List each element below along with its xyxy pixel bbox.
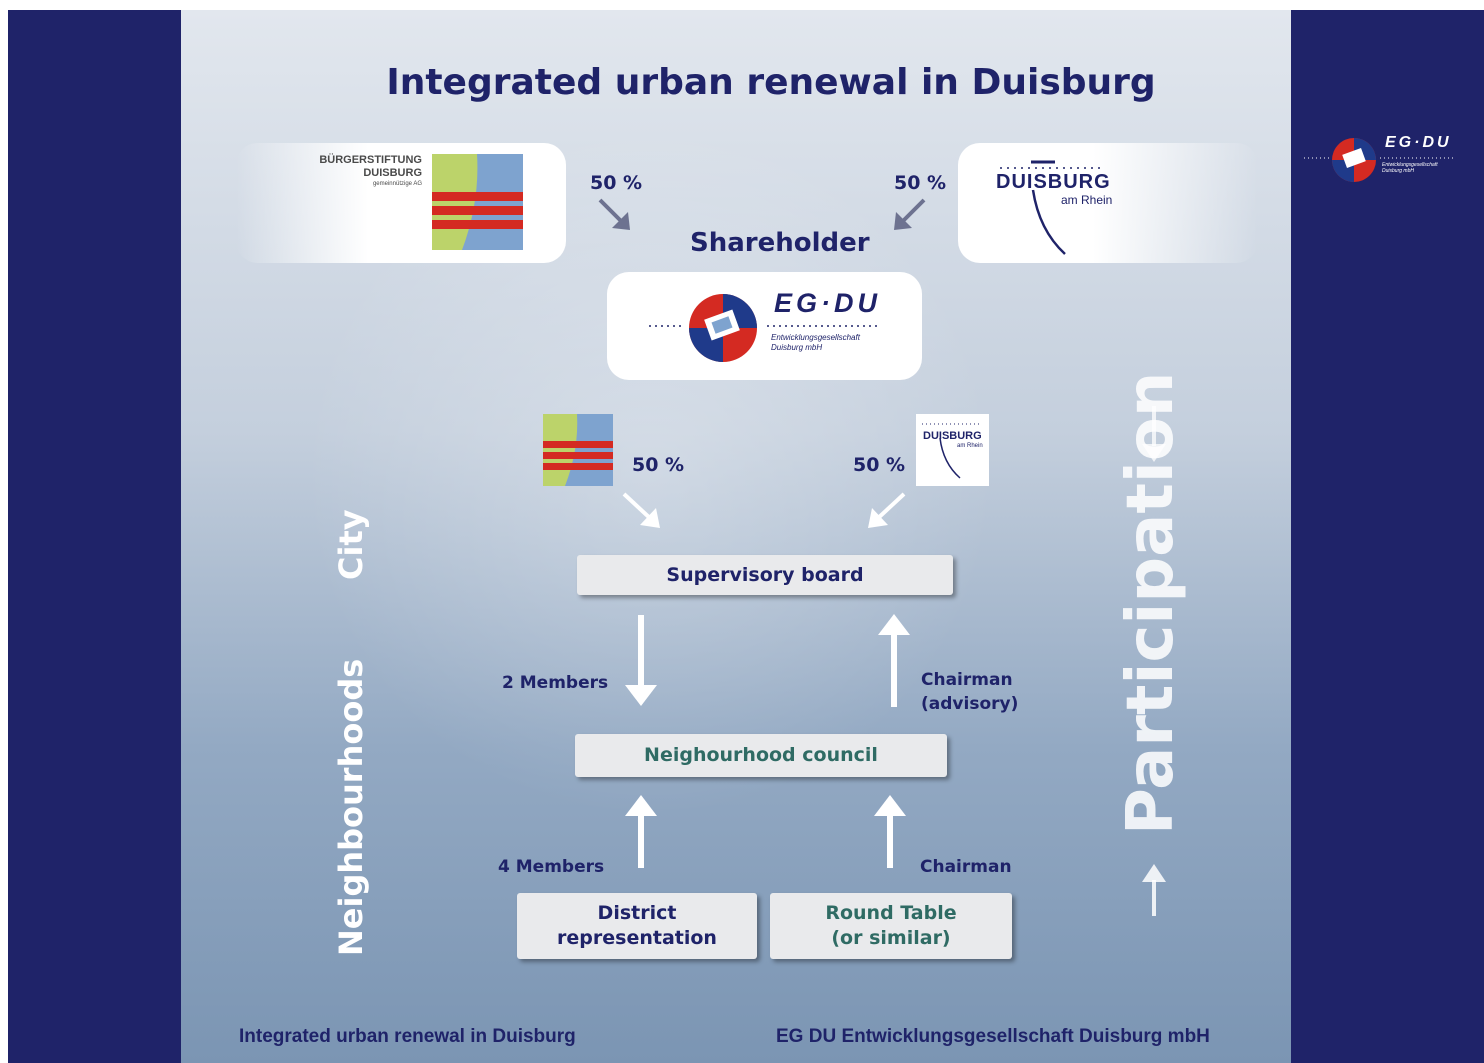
duisburg-logo-sub: am Rhein <box>1061 193 1113 207</box>
duisburg-small-logo-sub: am Rhein <box>957 443 983 449</box>
egdu-logo-sub: Entwicklungsgesellschaft Duisburg mbH <box>771 333 860 353</box>
egdu-small-logo-name: EG·DU <box>1385 134 1452 151</box>
egdu-small-logo-sub: Entwicklungsgesellschaft Duisburg mbH <box>1382 162 1438 174</box>
percent-mid-right: 50 % <box>853 454 906 476</box>
buergerstiftung-logo-icon <box>432 154 523 250</box>
right-navy-bar <box>1291 10 1484 1063</box>
egdu-logo-sub1: Entwicklungsgesellschaft <box>771 333 860 342</box>
egdu-globe-icon <box>649 294 881 362</box>
four-members-label: 4 Members <box>498 857 605 877</box>
participation-arrow-up <box>1142 864 1166 916</box>
city-label: City <box>332 509 370 580</box>
buergerstiftung-logo-text: BÜRGERSTIFTUNG DUISBURG gemeinnützige AG <box>300 154 422 189</box>
buergerstiftung-line3: gemeinnützige AG <box>372 181 422 187</box>
egdu-small-logo-sub1: Entwicklungsgesellschaft <box>1382 162 1438 168</box>
round-table-box: Round Table (or similar) <box>770 893 1012 959</box>
slide-title: Integrated urban renewal in Duisburg <box>386 62 1156 103</box>
egdu-logo-sub2: Duisburg mbH <box>771 343 823 352</box>
egdu-small-logo-icon <box>1304 138 1454 182</box>
duisburg-logo-name: DUISBURG <box>996 171 1111 193</box>
arrow-up-4-members <box>625 795 657 868</box>
footer-left: Integrated urban renewal in Duisburg <box>239 1026 576 1047</box>
arrow-up-chairman <box>874 795 906 868</box>
arrow-down-left-mid <box>868 492 906 528</box>
arrow-down-right-top <box>598 198 630 230</box>
buergerstiftung-small-logo-icon <box>543 414 613 486</box>
arrow-down-2-members <box>625 615 657 706</box>
chairman-advisory-line2: (advisory) <box>921 694 1019 714</box>
shareholder-label: Shareholder <box>690 228 870 258</box>
footer-right: EG DU Entwicklungsgesellschaft Duisburg … <box>776 1026 1210 1047</box>
chairman-advisory-label: Chairman (advisory) <box>921 668 1018 716</box>
neighourhood-council-box: Neighourhood council <box>575 734 947 777</box>
buergerstiftung-line1: BÜRGERSTIFTUNG <box>319 154 422 166</box>
arrow-down-left-top <box>894 198 926 230</box>
district-representation-box: District representation <box>517 893 757 959</box>
arrow-down-right-mid <box>622 492 660 528</box>
percent-top-left: 50 % <box>590 172 643 194</box>
left-navy-bar <box>8 10 181 1063</box>
percent-mid-left: 50 % <box>632 454 685 476</box>
chairman-advisory-line1: Chairman <box>921 670 1013 690</box>
duisburg-small-logo-card <box>916 414 989 486</box>
chairman-label: Chairman <box>920 857 1012 877</box>
round-table-line1: Round Table <box>825 902 957 924</box>
egdu-logo-name: EG·DU <box>774 288 881 318</box>
supervisory-board-box: Supervisory board <box>577 555 953 595</box>
duisburg-logo-card <box>958 143 1258 263</box>
two-members-label: 2 Members <box>502 673 609 693</box>
buergerstiftung-line2: DUISBURG <box>363 167 422 179</box>
percent-top-right: 50 % <box>894 172 947 194</box>
neighbourhoods-label: Neighbourhoods <box>332 658 370 956</box>
duisburg-logo-icon <box>1000 160 1105 255</box>
egdu-small-logo-sub2: Duisburg mbH <box>1382 168 1414 174</box>
duisburg-small-logo-icon <box>922 423 980 479</box>
participation-arrow-down <box>1142 406 1166 462</box>
duisburg-small-logo-name: DUISBURG <box>923 430 982 442</box>
round-table-line2: (or similar) <box>831 927 951 949</box>
arrow-up-chairman-advisory <box>878 614 910 707</box>
